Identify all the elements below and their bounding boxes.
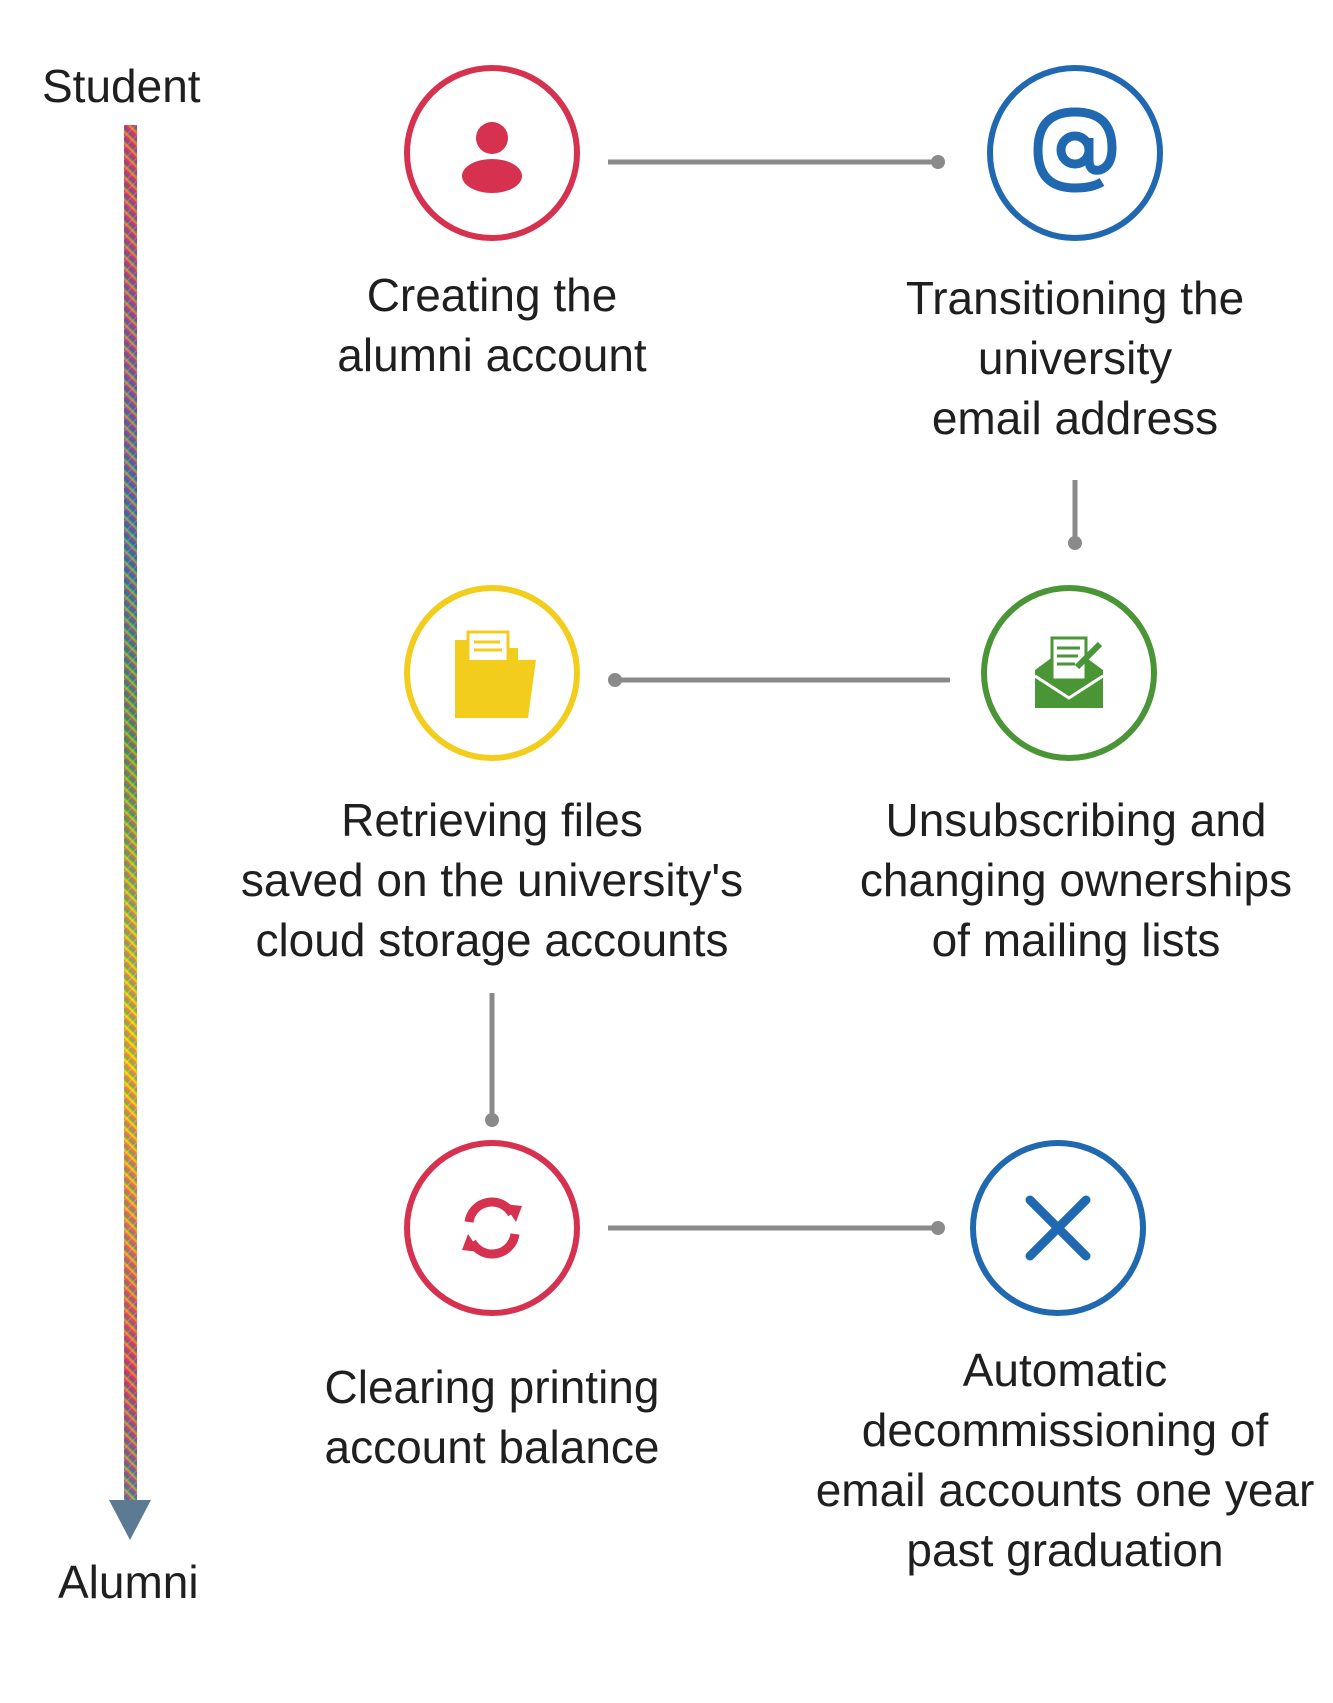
step-mailing-lists xyxy=(981,585,1157,761)
step-label-decommission: Automatic decommissioning of email accou… xyxy=(815,1344,1315,1576)
close-x-icon xyxy=(1025,1195,1091,1261)
timeline-end-label: Alumni xyxy=(58,1556,199,1608)
connectors xyxy=(485,155,1082,1235)
connector-2-3 xyxy=(1068,480,1082,550)
step-label-printing-balance: Clearing printing account balance xyxy=(324,1361,660,1473)
step-label-retrieve-files: Retrieving files saved on the university… xyxy=(240,794,744,966)
timeline-arrow xyxy=(109,125,151,1540)
mail-edit-icon xyxy=(1034,636,1104,708)
step-circle xyxy=(987,65,1163,241)
at-sign-icon xyxy=(1033,107,1117,193)
step-retrieve-files xyxy=(404,585,580,761)
connector-4-5 xyxy=(485,993,499,1127)
step-circle xyxy=(404,1140,580,1316)
step-printing-balance xyxy=(404,1140,580,1316)
connector-1-2 xyxy=(608,155,945,169)
person-icon xyxy=(462,122,522,193)
connector-3-4 xyxy=(608,673,950,687)
timeline-arrowhead xyxy=(109,1500,151,1540)
folder-icon xyxy=(455,630,536,718)
step-decommission xyxy=(970,1140,1146,1316)
refresh-icon xyxy=(462,1197,522,1259)
timeline-start-label: Student xyxy=(42,60,201,112)
step-label-create-account: Creating the alumni account xyxy=(337,269,647,381)
step-email-transition xyxy=(987,65,1163,241)
step-create-account xyxy=(404,65,580,241)
connector-5-6 xyxy=(608,1221,945,1235)
step-label-email-transition: Transitioning the university email addre… xyxy=(905,272,1245,444)
step-label-mailing-lists: Unsubscribing and changing ownerships of… xyxy=(859,794,1293,966)
